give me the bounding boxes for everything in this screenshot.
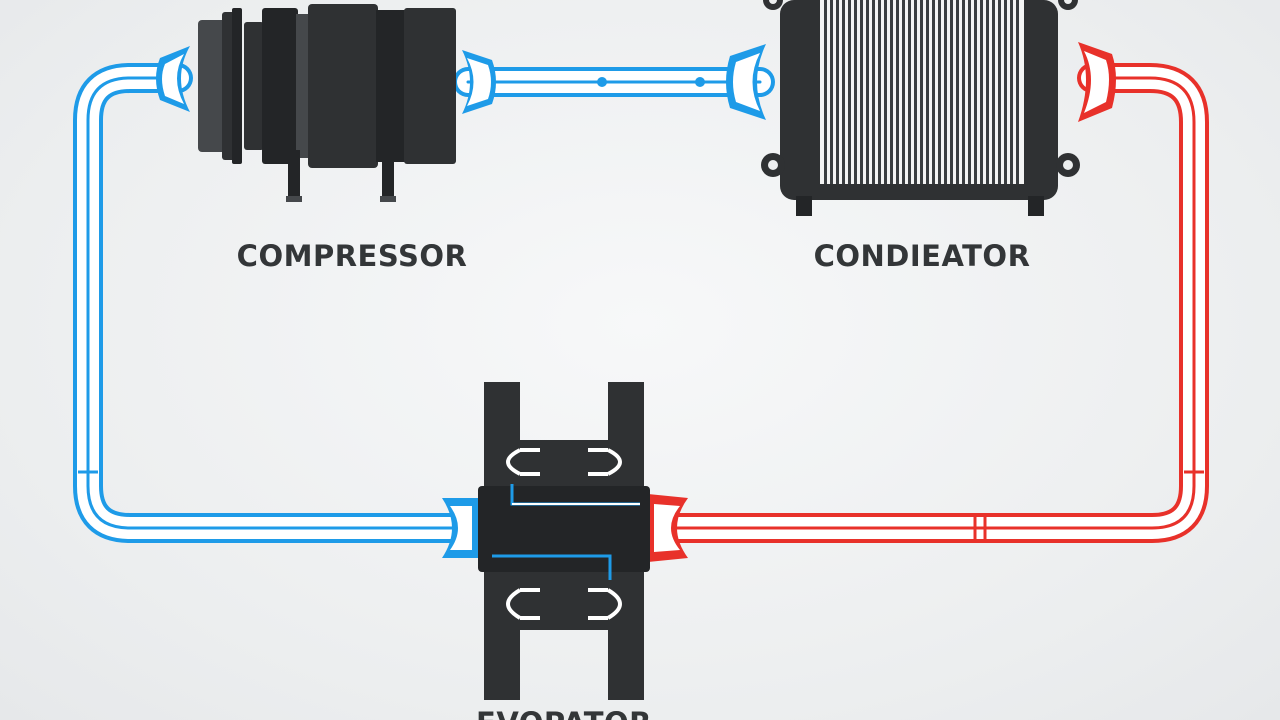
condenser-fin [914, 0, 917, 184]
condenser-fin [962, 0, 965, 184]
compressor-icon [198, 4, 456, 202]
condenser-fin [848, 0, 851, 184]
pipe-condenser-to-evaporator [645, 42, 1209, 562]
condenser-fin [980, 0, 983, 184]
condenser-fin [884, 0, 887, 184]
condenser-fin [842, 0, 845, 184]
condenser-fin [986, 0, 989, 184]
condenser-fin [974, 0, 977, 184]
condenser-fin [1004, 0, 1007, 184]
condenser-icon [761, 0, 1080, 216]
condenser-fin [956, 0, 959, 184]
condenser-fin [896, 0, 899, 184]
condenser-fin [830, 0, 833, 184]
condenser-fin [938, 0, 941, 184]
condenser-fin [950, 0, 953, 184]
condenser-fins [824, 0, 1019, 184]
condenser-fin [992, 0, 995, 184]
condenser-fin [1016, 0, 1019, 184]
condenser-label: CONDIEATOR [814, 239, 1031, 273]
condenser-fin [866, 0, 869, 184]
condenser-fin [998, 0, 1001, 184]
condenser-fin [854, 0, 857, 184]
pipe-compressor-to-condenser [453, 44, 775, 120]
condenser-fin [824, 0, 827, 184]
condenser-fin [926, 0, 929, 184]
condenser-fin [860, 0, 863, 184]
condenser-fin [968, 0, 971, 184]
condenser-fin [890, 0, 893, 184]
condenser-fin [920, 0, 923, 184]
compressor-label: COMPRESSOR [237, 239, 468, 273]
evaporator-label: EVOPATOR [476, 706, 652, 720]
condenser-fin [878, 0, 881, 184]
condenser-fin [836, 0, 839, 184]
pipe-evaporator-to-compressor [73, 46, 480, 558]
condenser-fin [932, 0, 935, 184]
condenser-fin [908, 0, 911, 184]
condenser-fin [902, 0, 905, 184]
evaporator-icon [478, 382, 650, 700]
condenser-fin [1010, 0, 1013, 184]
condenser-fin [872, 0, 875, 184]
condenser-fin [944, 0, 947, 184]
